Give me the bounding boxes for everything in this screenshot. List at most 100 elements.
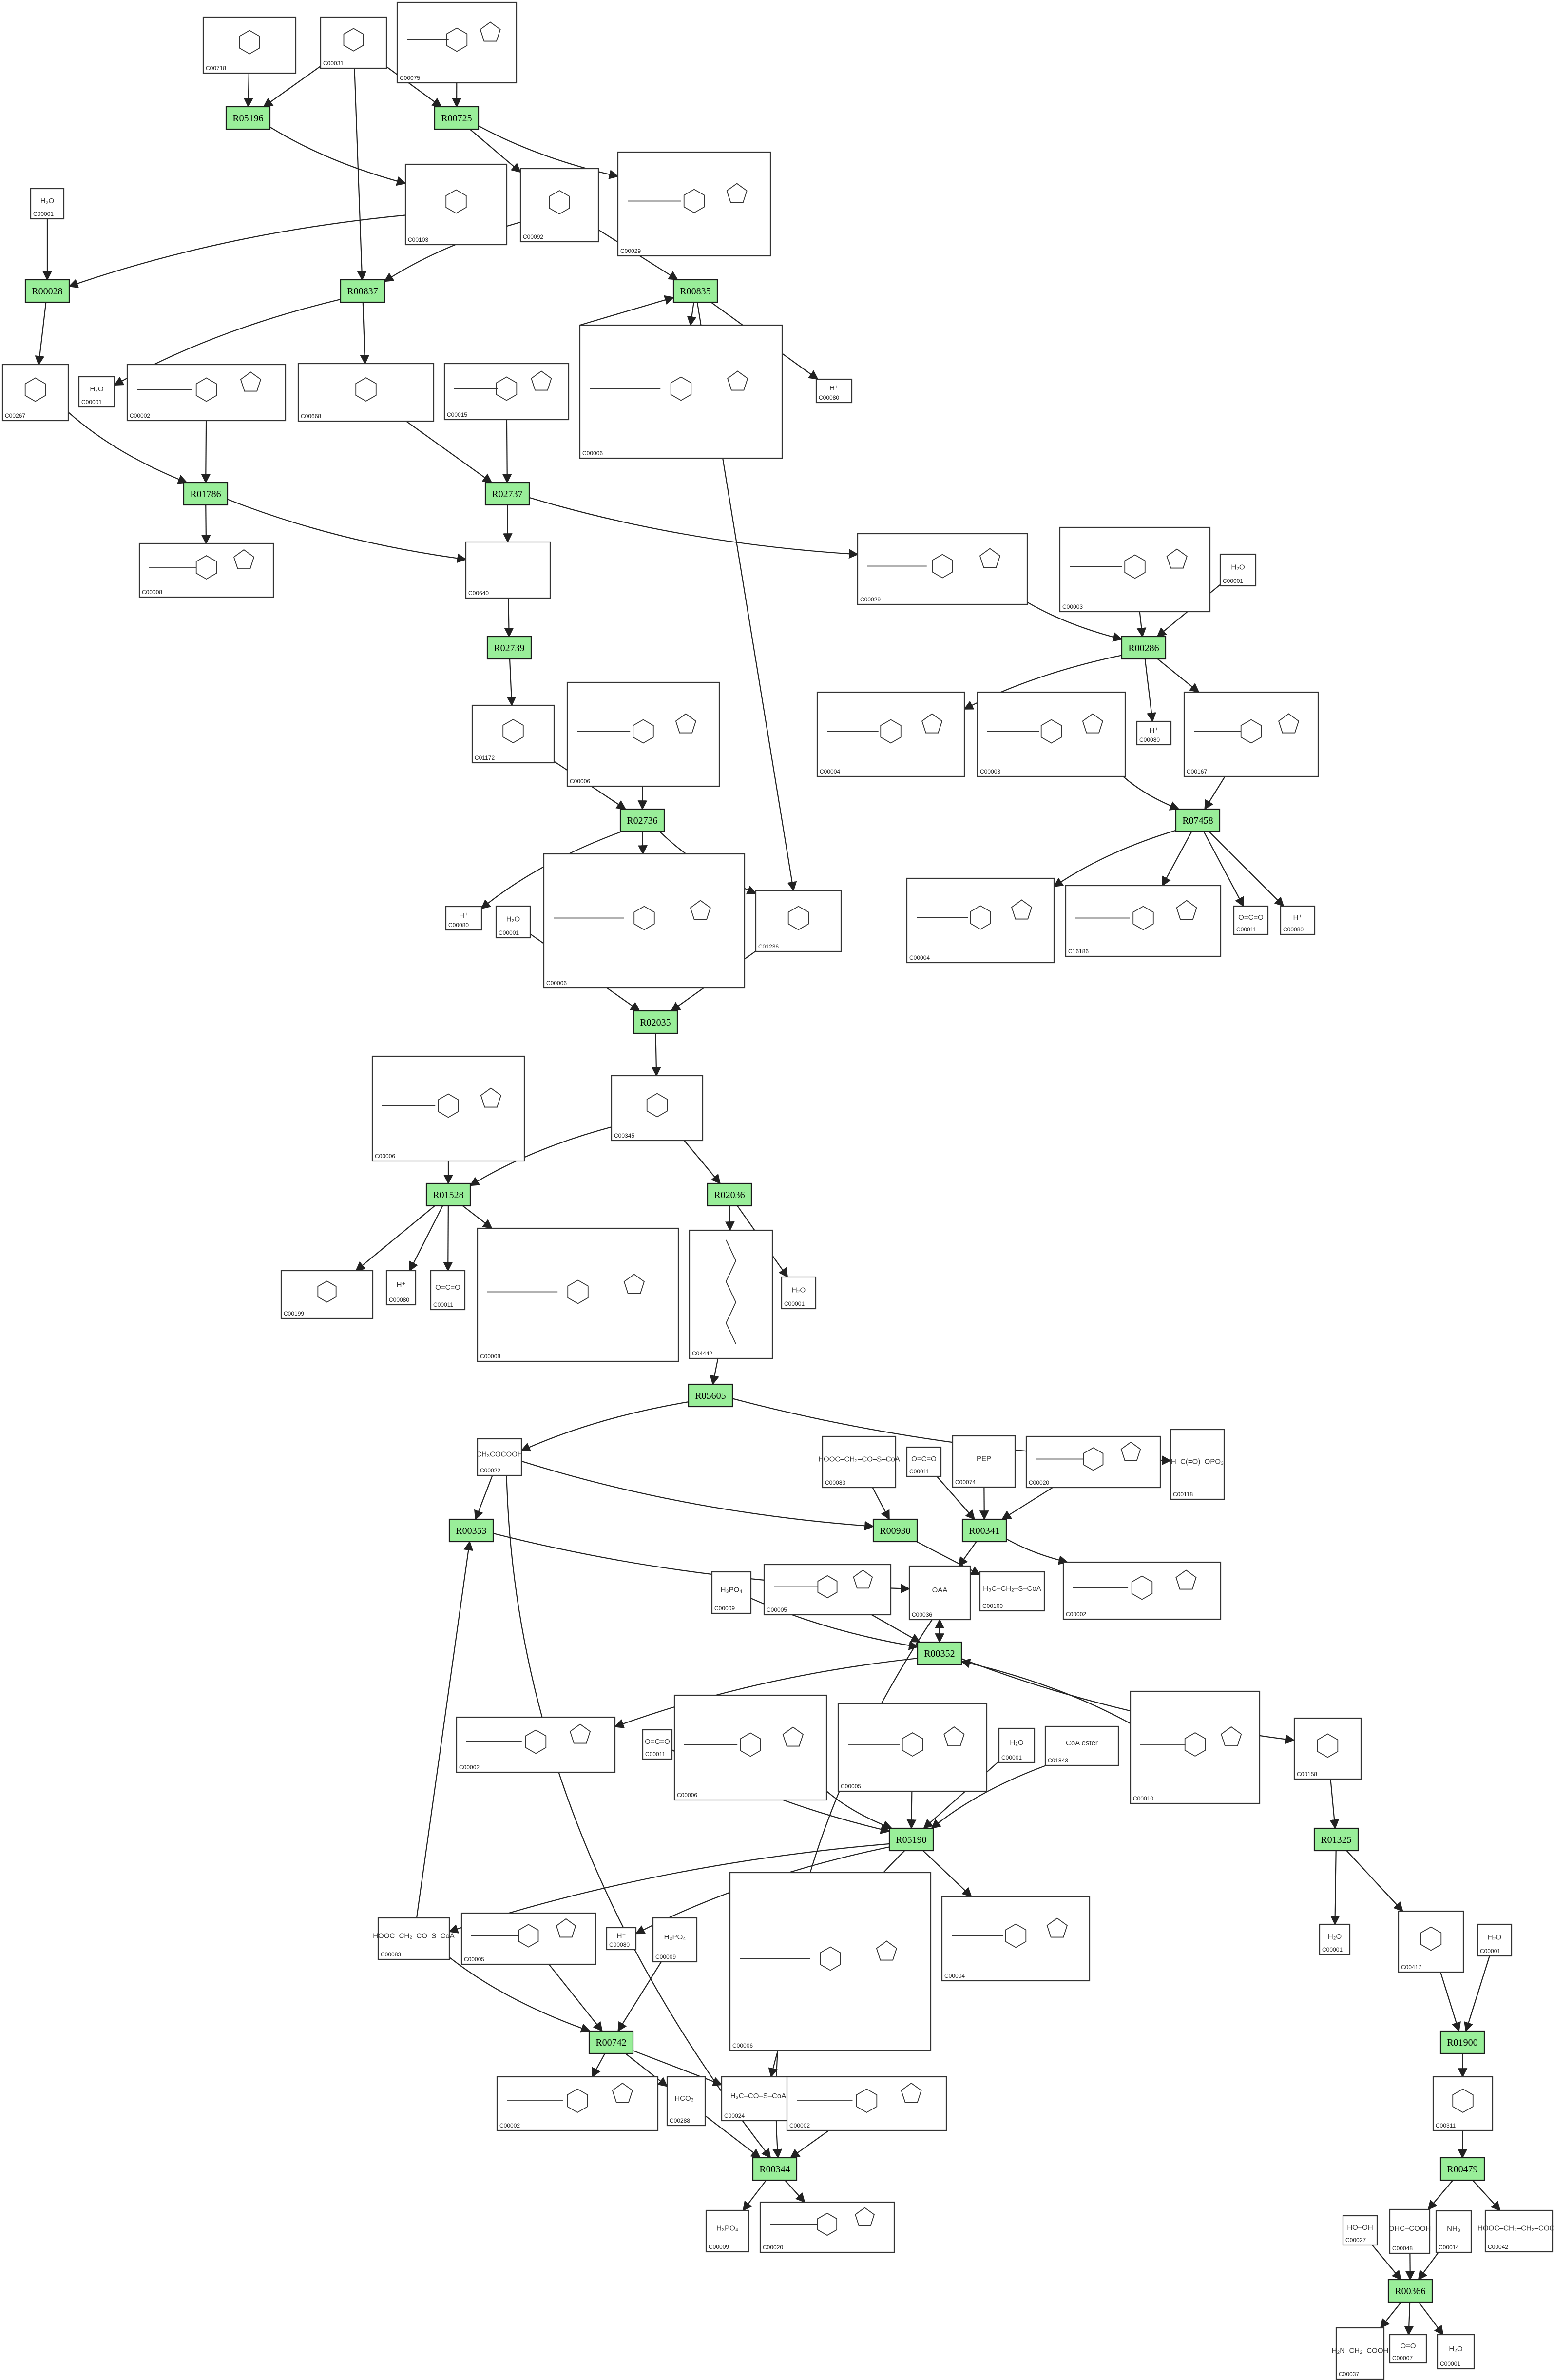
reaction-node[interactable] <box>24 279 70 303</box>
compound-C00002d[interactable]: C00002 <box>496 2076 659 2131</box>
reaction-node[interactable] <box>888 1827 934 1852</box>
reaction-node[interactable] <box>1439 2157 1485 2181</box>
compound-C00006[interactable]: C00006 <box>579 324 783 459</box>
compound-C00080a[interactable]: H⁺C00080 <box>815 378 853 404</box>
reaction-R00366[interactable]: R00366 <box>1387 2279 1433 2303</box>
compound-C00029b[interactable]: C00029 <box>857 533 1028 605</box>
reaction-node[interactable] <box>917 1641 962 1665</box>
reaction-R02035[interactable]: R02035 <box>633 1010 678 1034</box>
reaction-node[interactable] <box>1387 2279 1433 2303</box>
compound-C00004c[interactable]: C00004 <box>941 1896 1091 1982</box>
reaction-R00930[interactable]: R00930 <box>872 1518 918 1543</box>
reaction-node[interactable] <box>872 1518 918 1543</box>
compound-C00002b[interactable]: C00002 <box>1062 1561 1222 1620</box>
reaction-node[interactable] <box>707 1182 752 1207</box>
compound-C00080f[interactable]: H⁺C00080 <box>606 1927 637 1951</box>
compound-C00031[interactable]: C00031 <box>320 16 387 69</box>
reaction-node[interactable] <box>1175 808 1221 832</box>
compound-C00002c[interactable]: C00002 <box>456 1716 616 1773</box>
reaction-node[interactable] <box>633 1010 678 1034</box>
reaction-R00352[interactable]: R00352 <box>917 1641 962 1665</box>
compound-C00006e[interactable]: C00006 <box>673 1694 827 1801</box>
reaction-R00341[interactable]: R00341 <box>961 1518 1007 1543</box>
reaction-R00344[interactable]: R00344 <box>752 2157 798 2181</box>
compound-C00311[interactable]: C00311 <box>1432 2076 1494 2131</box>
compound-C00103[interactable]: C00103 <box>404 163 508 246</box>
compound-C00008b[interactable]: C00008 <box>477 1227 679 1362</box>
compound-C00718[interactable]: C00718 <box>202 16 297 74</box>
reaction-node[interactable] <box>225 106 271 130</box>
compound-C00080b[interactable]: H⁺C00080 <box>1136 720 1172 746</box>
compound-C00020b[interactable]: C00020 <box>759 2201 895 2253</box>
compound-C00004a[interactable]: C00004 <box>816 691 965 777</box>
reaction-node[interactable] <box>619 808 665 832</box>
reaction-R00837[interactable]: R00837 <box>340 279 385 303</box>
compound-C00006c[interactable]: C00006 <box>543 853 746 989</box>
reaction-node[interactable] <box>588 2030 634 2054</box>
compound-C00075[interactable]: C00075 <box>396 1 518 84</box>
compound-C00092[interactable]: C00092 <box>519 168 599 243</box>
compound-C00010[interactable]: C00010 <box>1130 1690 1261 1804</box>
compound-C00029[interactable]: C00029 <box>617 151 771 257</box>
compound-C00267[interactable]: C00267 <box>1 364 69 422</box>
reaction-node[interactable] <box>1121 636 1167 660</box>
reaction-R00028[interactable]: R00028 <box>24 279 70 303</box>
compound-C04442[interactable]: C04442 <box>689 1229 773 1359</box>
reaction-node[interactable] <box>425 1182 471 1207</box>
reaction-node[interactable] <box>961 1518 1007 1543</box>
compound-C00080e[interactable]: H⁺C00080 <box>385 1270 417 1306</box>
reaction-R01528[interactable]: R01528 <box>425 1182 471 1207</box>
compound-C00345[interactable]: C00345 <box>611 1075 704 1142</box>
compound-C00640[interactable]: C00640 <box>465 541 551 599</box>
reaction-node[interactable] <box>672 279 718 303</box>
reaction-node[interactable] <box>183 482 229 506</box>
compound-C00002a[interactable]: C00002 <box>126 364 287 422</box>
reaction-R02737[interactable]: R02737 <box>484 482 530 506</box>
reaction-R05605[interactable]: R05605 <box>688 1383 733 1408</box>
reaction-R00353[interactable]: R00353 <box>448 1518 494 1543</box>
compound-C00002e[interactable]: C00002 <box>786 2076 947 2131</box>
reaction-R00725[interactable]: R00725 <box>434 106 480 130</box>
reaction-R05196[interactable]: R05196 <box>225 106 271 130</box>
reaction-R01325[interactable]: R01325 <box>1313 1827 1359 1852</box>
reaction-R00479[interactable]: R00479 <box>1439 2157 1485 2181</box>
compound-C00288[interactable]: HCO₃⁻C00288 <box>666 2076 706 2127</box>
reaction-node[interactable] <box>1439 2030 1485 2054</box>
compound-C00167[interactable]: C00167 <box>1183 691 1319 777</box>
reaction-R00286[interactable]: R00286 <box>1121 636 1167 660</box>
compound-C00417[interactable]: C00417 <box>1398 1910 1464 1973</box>
reaction-R07458[interactable]: R07458 <box>1175 808 1221 832</box>
compound-C01236[interactable]: C01236 <box>755 890 842 952</box>
reaction-node[interactable] <box>484 482 530 506</box>
compound-C00015[interactable]: C00015 <box>443 363 570 421</box>
compound-C00003b[interactable]: C00003 <box>977 691 1126 777</box>
compound-C00158[interactable]: C00158 <box>1293 1717 1362 1780</box>
